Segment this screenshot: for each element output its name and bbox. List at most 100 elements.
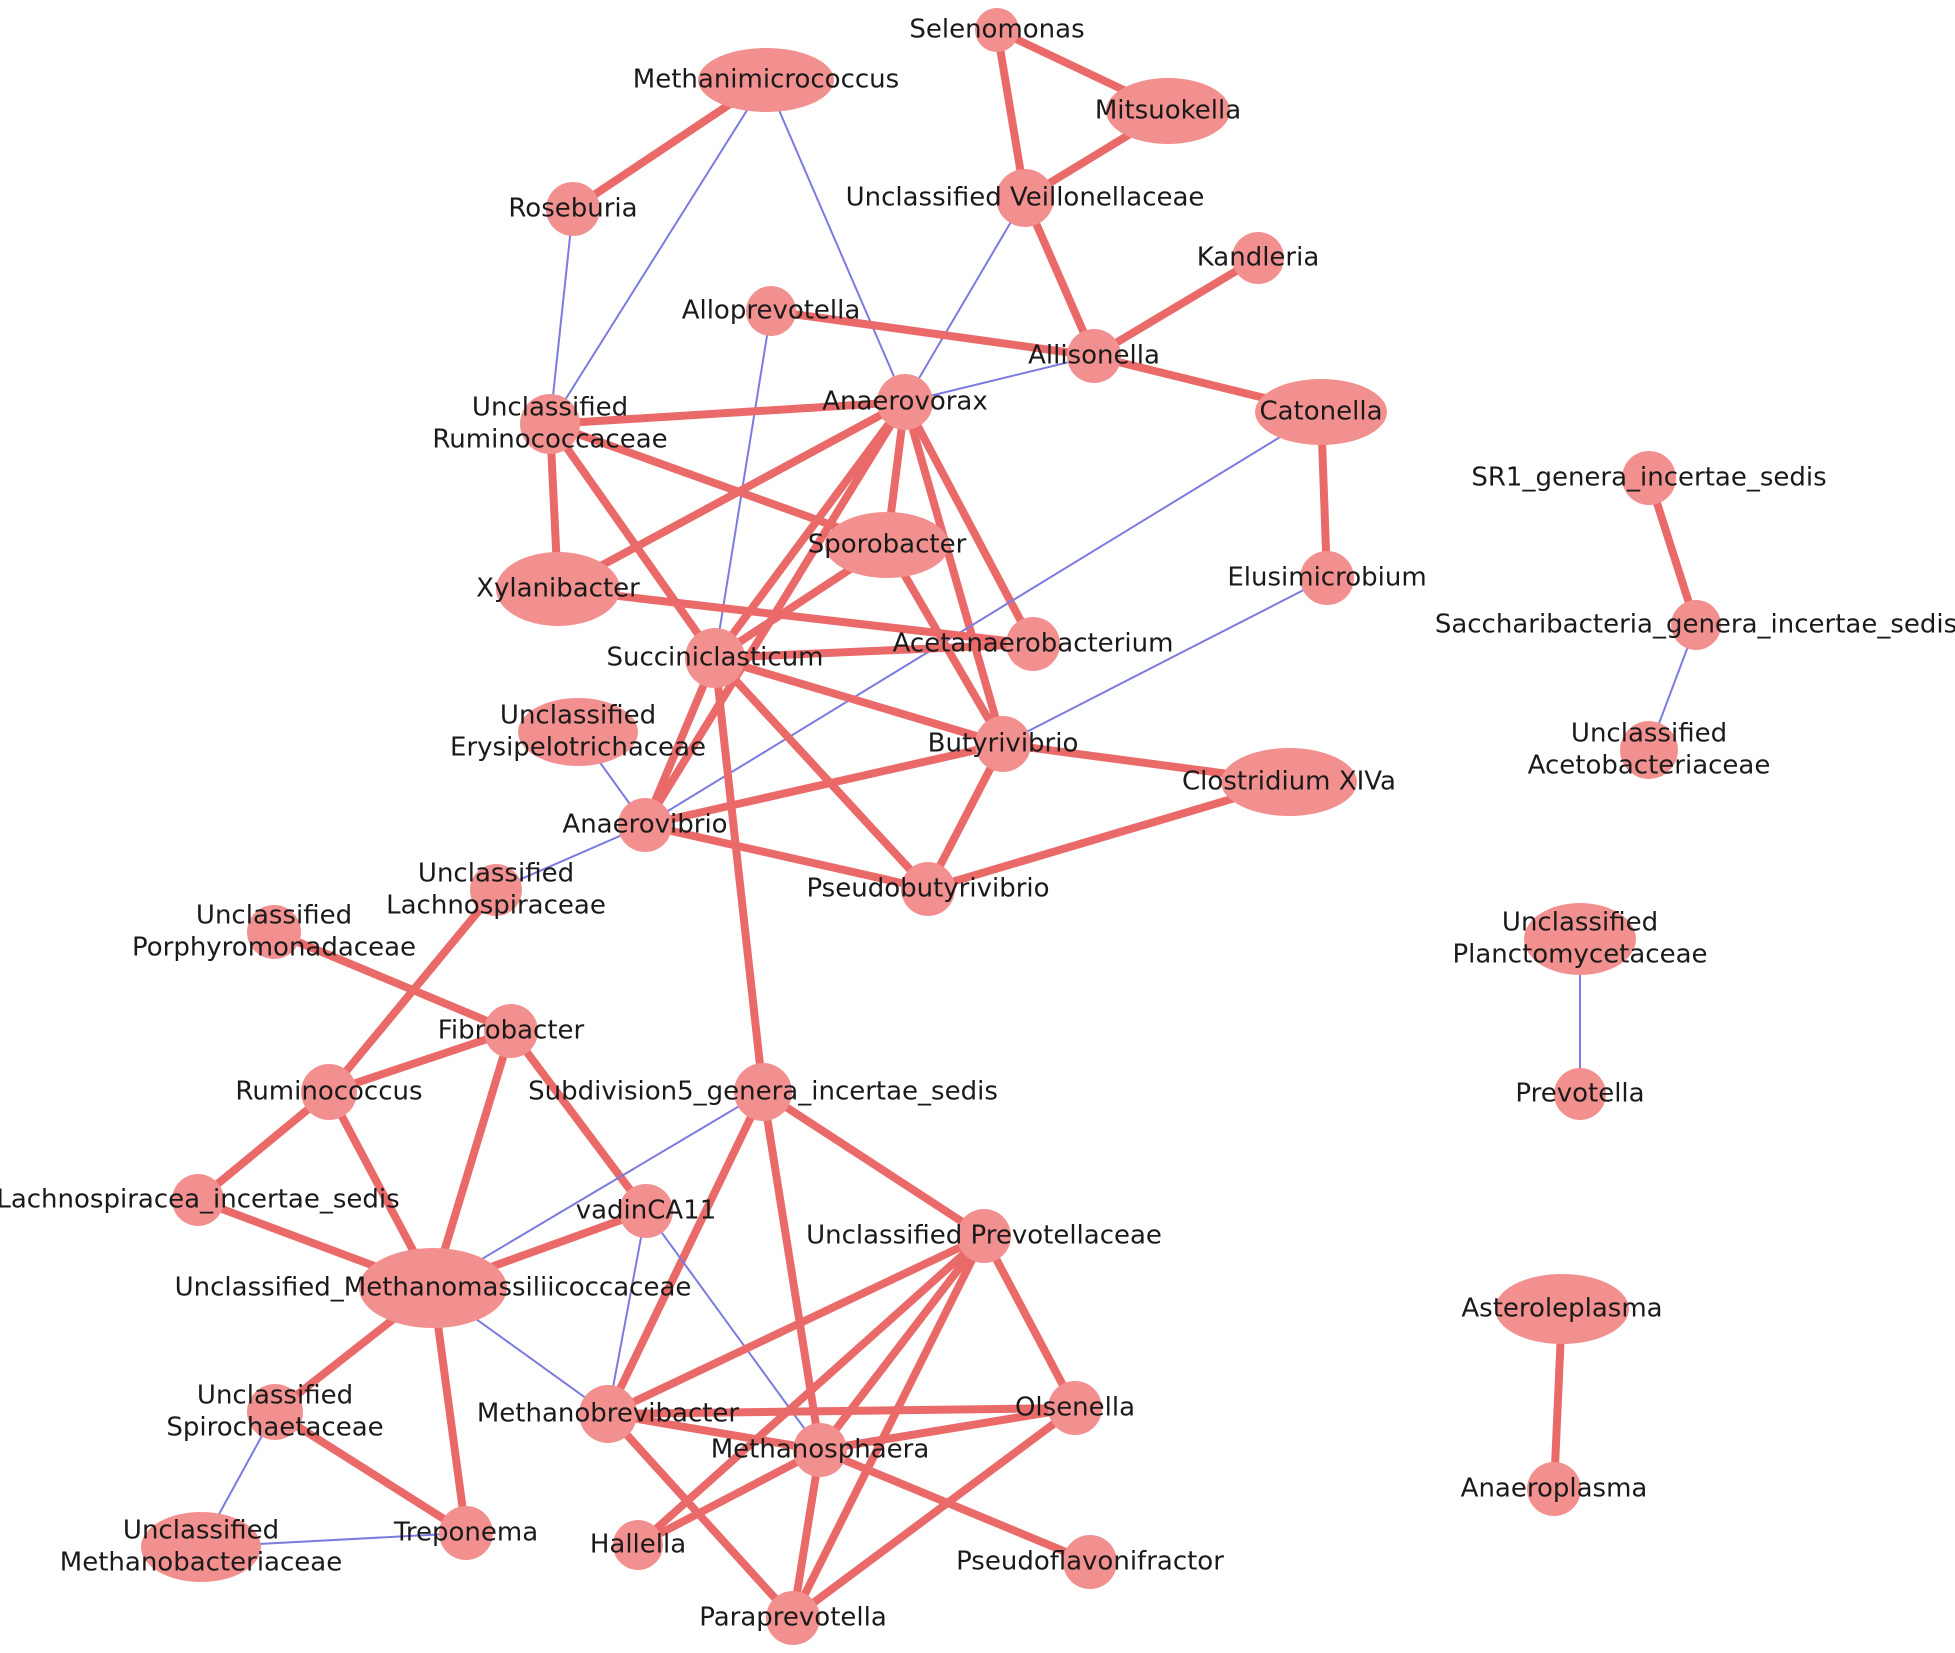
node-shape-olsenella[interactable] [1048, 1381, 1102, 1435]
node-unc-veillonellaceae[interactable]: Unclassified Veillonellaceae [846, 169, 1205, 227]
node-shape-vadinca11[interactable] [619, 1184, 673, 1238]
node-catonella[interactable]: Catonella [1255, 379, 1387, 445]
edge-fibrobacter-ruminococcus [325, 1027, 515, 1096]
node-shape-unc-methanomassiliicoccaceae[interactable] [359, 1248, 507, 1328]
node-xylanibacter[interactable]: Xylanibacter [476, 552, 640, 626]
node-label-sporobacter: Sporobacter [808, 530, 967, 560]
node-clostridium-xiva[interactable]: Clostridium XIVa [1182, 748, 1396, 816]
node-shape-lachnospiracea-is[interactable] [172, 1174, 224, 1226]
node-lachnospiracea-is[interactable]: Lachnospiracea_incertae_sedis [0, 1174, 400, 1226]
node-shape-roseburia[interactable] [546, 182, 600, 236]
node-kandleria[interactable]: Kandleria [1197, 232, 1320, 284]
node-shape-selenomonas[interactable] [975, 8, 1019, 52]
node-shape-acetanaerobacterium[interactable] [1006, 617, 1060, 671]
node-vadinca11[interactable]: vadinCA11 [576, 1184, 717, 1238]
node-shape-butyrivibrio[interactable] [975, 716, 1031, 772]
node-methanimicrococcus[interactable]: Methanimicrococcus [633, 48, 899, 112]
node-shape-anaerovibrio[interactable] [618, 798, 672, 852]
node-shape-kandleria[interactable] [1232, 232, 1284, 284]
node-unc-prevotellaceae[interactable]: Unclassified Prevotellaceae [806, 1209, 1162, 1263]
node-shape-unc-lachnospiraceae[interactable] [470, 864, 522, 916]
node-shape-treponema[interactable] [439, 1506, 493, 1560]
node-shape-unc-veillonellaceae[interactable] [996, 169, 1054, 227]
node-shape-fibrobacter[interactable] [484, 1004, 538, 1058]
node-shape-hallella[interactable] [613, 1520, 663, 1570]
node-shape-sporobacter[interactable] [825, 512, 949, 578]
node-shape-alloprevotella[interactable] [746, 286, 796, 336]
node-label-pseudobutyrivibrio: Pseudobutyrivibrio [806, 874, 1049, 904]
node-unc-methanomassiliicoccaceae[interactable]: Unclassified_Methanomassiliicoccaceae [175, 1248, 692, 1328]
node-shape-prevotella[interactable] [1554, 1068, 1606, 1120]
node-shape-unc-prevotellaceae[interactable] [957, 1209, 1011, 1263]
node-saccharibacteria[interactable]: Saccharibacteria_genera_incertae_sedis [1435, 600, 1955, 650]
node-shape-methanimicrococcus[interactable] [698, 48, 834, 112]
node-anaeroplasma[interactable]: Anaeroplasma [1461, 1462, 1648, 1516]
node-allisonella[interactable]: Allisonella [1028, 329, 1160, 383]
node-subdivision5[interactable]: Subdivision5_genera_incertae_sedis [528, 1063, 998, 1121]
node-hallella[interactable]: Hallella [590, 1520, 686, 1570]
edge-subdivision5-unc-prevotellaceae [759, 1088, 988, 1240]
node-olsenella[interactable]: Olsenella [1015, 1381, 1135, 1435]
node-shape-allisonella[interactable] [1067, 329, 1121, 383]
node-shape-catonella[interactable] [1255, 379, 1387, 445]
node-mitsuokella[interactable]: Mitsuokella [1095, 78, 1241, 144]
node-anaerovorax[interactable]: Anaerovorax [822, 374, 988, 430]
node-fibrobacter[interactable]: Fibrobacter [438, 1004, 585, 1058]
node-acetanaerobacterium[interactable]: Acetanaerobacterium [893, 617, 1174, 671]
node-sporobacter[interactable]: Sporobacter [808, 512, 967, 578]
node-shape-pseudoflavonifractor[interactable] [1063, 1535, 1117, 1589]
node-shape-anaerovorax[interactable] [877, 374, 933, 430]
node-butyrivibrio[interactable]: Butyrivibrio [928, 716, 1079, 772]
node-roseburia[interactable]: Roseburia [508, 182, 638, 236]
node-shape-succiniclasticum[interactable] [685, 628, 745, 688]
node-shape-asteroleplasma[interactable] [1495, 1274, 1629, 1344]
node-shape-anaeroplasma[interactable] [1527, 1462, 1581, 1516]
node-shape-methanosphaera[interactable] [793, 1423, 847, 1477]
node-shape-unc-porphyromonadaceae[interactable] [247, 905, 301, 959]
node-elusimicrobium[interactable]: Elusimicrobium [1227, 551, 1427, 605]
node-prevotella[interactable]: Prevotella [1515, 1068, 1645, 1120]
node-label-unc-spirochaetaceae-0: Unclassified [197, 1381, 353, 1411]
node-treponema[interactable]: Treponema [393, 1506, 538, 1560]
node-label-unc-lachnospiraceae-1: Lachnospiraceae [386, 891, 606, 921]
node-shape-xylanibacter[interactable] [496, 552, 620, 626]
node-asteroleplasma[interactable]: Asteroleplasma [1461, 1274, 1663, 1344]
node-shape-unc-acetobacteriaceae[interactable] [1620, 721, 1678, 779]
node-shape-mitsuokella[interactable] [1106, 78, 1230, 144]
node-shape-unc-ruminococcaceae[interactable] [520, 394, 580, 454]
node-shape-saccharibacteria[interactable] [1671, 600, 1721, 650]
edge-roseburia-unc-ruminococcaceae [549, 208, 574, 425]
node-pseudobutyrivibrio[interactable]: Pseudobutyrivibrio [806, 862, 1050, 916]
node-shape-methanobrevibacter[interactable] [579, 1385, 637, 1443]
node-shape-unc-spirochaetaceae[interactable] [247, 1384, 303, 1440]
node-anaerovibrio[interactable]: Anaerovibrio [562, 798, 728, 852]
node-shape-unc-planctomycetaceae[interactable] [1524, 903, 1636, 975]
node-alloprevotella[interactable]: Alloprevotella [682, 286, 861, 336]
node-methanobrevibacter[interactable]: Methanobrevibacter [477, 1385, 740, 1443]
node-pseudoflavonifractor[interactable]: Pseudoflavonifractor [956, 1535, 1224, 1589]
node-sr1[interactable]: SR1_genera_incertae_sedis [1471, 451, 1827, 505]
node-shape-ruminococcus[interactable] [301, 1064, 357, 1120]
node-ruminococcus[interactable]: Ruminococcus [235, 1064, 423, 1120]
node-shape-elusimicrobium[interactable] [1300, 551, 1354, 605]
node-shape-pseudobutyrivibrio[interactable] [901, 862, 955, 916]
node-methanosphaera[interactable]: Methanosphaera [711, 1423, 930, 1477]
node-shape-subdivision5[interactable] [734, 1063, 792, 1121]
node-selenomonas[interactable]: Selenomonas [909, 8, 1085, 52]
node-shape-sr1[interactable] [1622, 451, 1676, 505]
node-succiniclasticum[interactable]: Succiniclasticum [606, 628, 824, 688]
node-paraprevotella[interactable]: Paraprevotella [699, 1591, 887, 1645]
node-shape-unc-erysipelotrichaceae[interactable] [518, 698, 638, 766]
node-shape-clostridium-xiva[interactable] [1221, 748, 1357, 816]
node-shape-paraprevotella[interactable] [766, 1591, 820, 1645]
edge-succiniclasticum-pseudobutyrivibrio [711, 654, 932, 893]
node-shape-unc-methanobacteriaceae[interactable] [141, 1512, 261, 1582]
